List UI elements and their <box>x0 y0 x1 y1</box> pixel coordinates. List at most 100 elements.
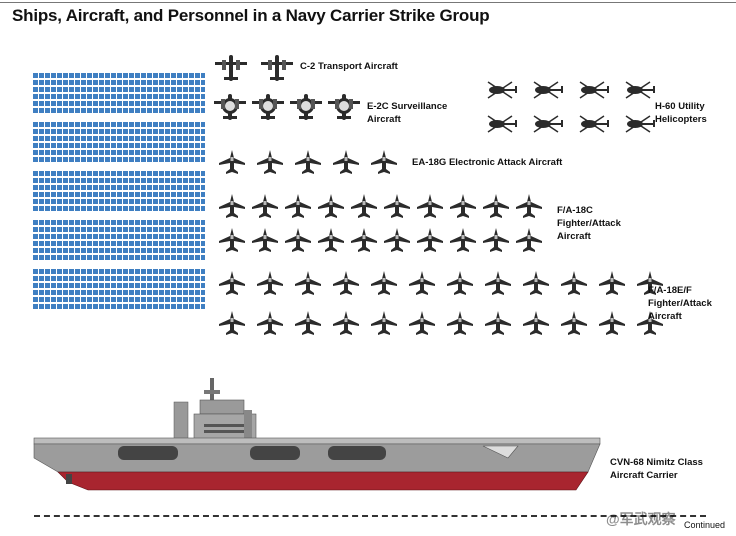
personnel-icon-row <box>33 206 205 211</box>
fa18ef-jet-icon <box>257 311 283 335</box>
personnel-icon-row <box>33 227 205 232</box>
fa18c-jet-icon <box>318 228 344 252</box>
personnel-icon-row <box>33 150 205 155</box>
e2c-label-line: Aircraft <box>367 114 401 125</box>
page-title: Ships, Aircraft, and Personnel in a Navy… <box>12 6 490 25</box>
fa18ef-row-2 <box>218 310 674 340</box>
ea18g-jet-icon <box>333 150 359 174</box>
c2-transport-icon <box>261 55 293 81</box>
fa18ef-jet-icon <box>523 271 549 295</box>
h60-helicopter-icon <box>533 81 563 99</box>
fa18c-label-line: Aircraft <box>557 231 591 242</box>
h60-helicopter-icon <box>487 115 517 133</box>
personnel-icon-row <box>33 304 205 309</box>
fa18ef-jet-icon <box>485 311 511 335</box>
e2c-surveillance-icon <box>214 94 246 120</box>
fa18ef-jet-icon <box>637 311 663 335</box>
personnel-icon-row <box>33 283 205 288</box>
fa18c-jet-icon <box>285 228 311 252</box>
personnel-icon-row <box>33 80 205 85</box>
fa18c-jet-icon <box>483 228 509 252</box>
carrier-label-line: Aircraft Carrier <box>610 470 678 481</box>
fa18c-jet-icon <box>450 228 476 252</box>
personnel-icon-row <box>33 171 205 176</box>
personnel-icon-row <box>33 192 205 197</box>
personnel-block <box>33 269 205 309</box>
fa18c-label: F/A-18C Fighter/Attack Aircraft <box>557 204 621 243</box>
fa18c-row-2 <box>218 227 548 257</box>
fa18c-label-line: Fighter/Attack <box>557 218 621 229</box>
fa18c-jet-icon <box>483 194 509 218</box>
fa18ef-jet-icon <box>447 271 473 295</box>
fa18c-jet-icon <box>450 194 476 218</box>
h60-helicopter-icon <box>625 115 655 133</box>
personnel-icon-row <box>33 108 205 113</box>
personnel-icon-row <box>33 269 205 274</box>
personnel-grid <box>33 73 205 318</box>
personnel-icon-row <box>33 143 205 148</box>
carrier-label-line: CVN-68 Nimitz Class <box>610 457 703 468</box>
personnel-icon-row <box>33 94 205 99</box>
ea18g-jet-icon <box>219 150 245 174</box>
personnel-icon-row <box>33 101 205 106</box>
fa18c-jet-icon <box>219 228 245 252</box>
ea18g-label-line: EA-18G Electronic Attack Aircraft <box>412 157 563 168</box>
personnel-block <box>33 171 205 211</box>
fa18c-jet-icon <box>351 194 377 218</box>
fa18c-jet-icon <box>252 228 278 252</box>
fa18ef-label-line: Aircraft <box>648 311 682 322</box>
personnel-icon-row <box>33 199 205 204</box>
fa18ef-jet-icon <box>485 271 511 295</box>
fa18ef-jet-icon <box>561 271 587 295</box>
watermark: @军武观察 <box>606 511 676 527</box>
ea18g-jet-icon <box>295 150 321 174</box>
personnel-icon-row <box>33 248 205 253</box>
fa18ef-label-line: F/A-18E/F <box>648 285 692 296</box>
fa18ef-jet-icon <box>371 311 397 335</box>
h60-label-line: H-60 Utility <box>655 101 705 112</box>
fa18ef-jet-icon <box>295 311 321 335</box>
e2c-label: E-2C Surveillance Aircraft <box>367 100 447 126</box>
fa18ef-jet-icon <box>333 271 359 295</box>
fa18ef-label-line: Fighter/Attack <box>648 298 712 309</box>
personnel-icon-row <box>33 220 205 225</box>
h60-helicopter-icon <box>579 115 609 133</box>
fa18c-jet-icon <box>516 194 542 218</box>
fa18c-row-1 <box>218 193 548 223</box>
e2c-label-line: E-2C Surveillance <box>367 101 448 112</box>
fa18ef-jet-icon <box>637 271 663 295</box>
h60-helicopter-icon <box>579 81 609 99</box>
fa18c-jet-icon <box>417 194 443 218</box>
fa18c-jet-icon <box>318 194 344 218</box>
h60-helicopter-icon <box>533 115 563 133</box>
bottom-dashed-rule <box>34 515 706 517</box>
personnel-icon-row <box>33 185 205 190</box>
fa18ef-jet-icon <box>523 311 549 335</box>
h60-helicopter-icon <box>625 81 655 99</box>
personnel-icon-row <box>33 290 205 295</box>
personnel-icon-row <box>33 241 205 246</box>
e2c-surveillance-icon <box>328 94 360 120</box>
ea18g-row <box>218 149 408 179</box>
e2c-surveillance-icon <box>290 94 322 120</box>
fa18ef-jet-icon <box>257 271 283 295</box>
c2-label: C-2 Transport Aircraft <box>300 60 398 73</box>
c2-label-line: C-2 Transport Aircraft <box>300 61 398 72</box>
ea18g-jet-icon <box>371 150 397 174</box>
h60-label: H-60 Utility Helicopters <box>655 100 707 126</box>
fa18c-jet-icon <box>285 194 311 218</box>
personnel-block <box>33 122 205 162</box>
h60-label-line: Helicopters <box>655 114 707 125</box>
continued-label: Continued <box>684 520 726 530</box>
personnel-icon-row <box>33 234 205 239</box>
fa18c-label-line: F/A-18C <box>557 205 593 216</box>
fa18ef-jet-icon <box>561 311 587 335</box>
fa18ef-jet-icon <box>371 271 397 295</box>
fa18c-jet-icon <box>516 228 542 252</box>
personnel-icon-row <box>33 87 205 92</box>
personnel-icon-row <box>33 129 205 134</box>
fa18ef-jet-icon <box>599 271 625 295</box>
personnel-icon-row <box>33 297 205 302</box>
fa18c-jet-icon <box>252 194 278 218</box>
fa18ef-label: F/A-18E/F Fighter/Attack Aircraft <box>648 284 712 323</box>
